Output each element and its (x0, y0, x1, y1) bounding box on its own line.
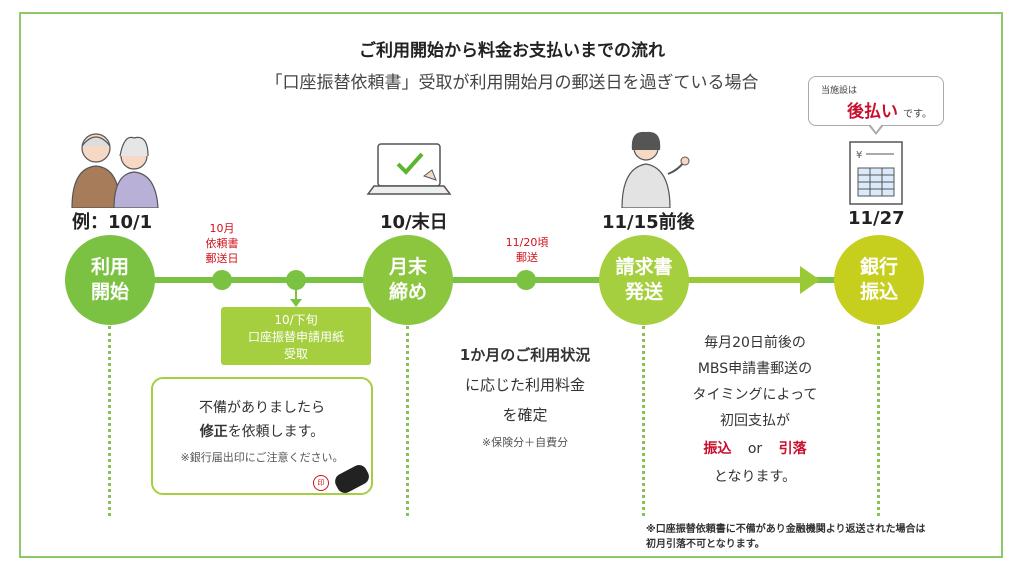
payment-line3: タイミングによって (692, 387, 818, 403)
vline-invoice (642, 326, 645, 516)
invoice-document-icon: ¥ (846, 140, 906, 206)
postpay-bubble: 当施設は 後払い です。 (808, 76, 944, 126)
usage-text-line3: を確定 (502, 406, 548, 424)
note-bold: 修正 (199, 424, 228, 440)
payment-line4: 初回支払が (720, 413, 790, 429)
elderly-couple-icon (64, 128, 168, 208)
timeline-arrowhead (800, 266, 820, 294)
payment-options: 振込 or 引落 (660, 438, 850, 458)
footnote-line2: 初月引落不可となります。 (646, 539, 765, 550)
payment-line2: MBS申請書郵送の (697, 361, 813, 377)
office-staff-icon (612, 128, 692, 208)
bubble-tail-inner (870, 124, 882, 132)
payment-line1: 毎月20日前後の (704, 335, 806, 351)
usage-text-bold: 1か月のご利用状況 (459, 346, 591, 364)
laptop-check-icon (366, 140, 452, 202)
bubble-line1: 当施設は (821, 86, 858, 96)
timeline-line (140, 277, 840, 283)
note-line2: 修正を依頼します。 (153, 421, 371, 441)
option-or: or (747, 441, 763, 457)
timeline-dot-receive (286, 270, 306, 290)
footnote-line1: ※口座振替依頼書に不備があり金融機関より返送された場合は (646, 524, 926, 535)
date-step3: 11/15前後 (602, 212, 695, 233)
note-small: ※銀行届出印にご注意ください。 (180, 451, 344, 464)
svg-text:¥: ¥ (856, 150, 862, 161)
timeline-dot-send (516, 270, 536, 290)
receive-form-box: 10/下旬 口座振替申請用紙 受取 (221, 307, 371, 365)
node-invoice: 請求書 発送 (599, 235, 689, 325)
hanko-stamp-icon (332, 462, 372, 496)
receive-connector-arrow (290, 299, 302, 307)
note-line1: 不備がありましたら (199, 400, 325, 416)
seal-stamp-icon: 印 (313, 475, 329, 491)
bubble-highlight: 後払い (847, 102, 898, 122)
page-title: ご利用開始から料金お支払いまでの流れ (359, 41, 665, 61)
usage-text-small: ※保険分＋自費分 (481, 436, 569, 449)
usage-text-line2: に応じた利用料金 (464, 376, 585, 394)
payment-line6: となります。 (713, 469, 797, 485)
page-subtitle: 「口座振替依頼書」受取が利用開始月の郵送日を過ぎている場合 (265, 73, 759, 93)
bubble-suffix: です。 (903, 109, 932, 120)
receive-connector (295, 290, 297, 302)
node-bank-transfer: 銀行 振込 (834, 235, 924, 325)
option-hikiotoshi: 引落 (778, 441, 807, 457)
date-step2: 10/末日 (380, 212, 448, 233)
node-month-close: 月末 締め (363, 235, 453, 325)
vline-bank (877, 326, 880, 516)
option-furikomi: 振込 (703, 441, 732, 457)
timeline-dot-irai (212, 270, 232, 290)
node-start: 利用 開始 (65, 235, 155, 325)
date-step1: 例：10/1 (72, 212, 153, 233)
correction-note: 不備がありましたら 修正を依頼します。 ※銀行届出印にご注意ください。 印 (151, 377, 373, 496)
label-irai-date: 10月 依頼書 郵送日 (205, 222, 239, 265)
label-send-date: 11/20頃 郵送 (505, 236, 549, 264)
vline-start (108, 326, 111, 516)
date-step4: 11/27 (848, 208, 905, 229)
timeline-arrow-shaft (680, 277, 810, 283)
vline-month-close (406, 326, 409, 516)
note-line2-rest: を依頼します。 (227, 424, 325, 440)
